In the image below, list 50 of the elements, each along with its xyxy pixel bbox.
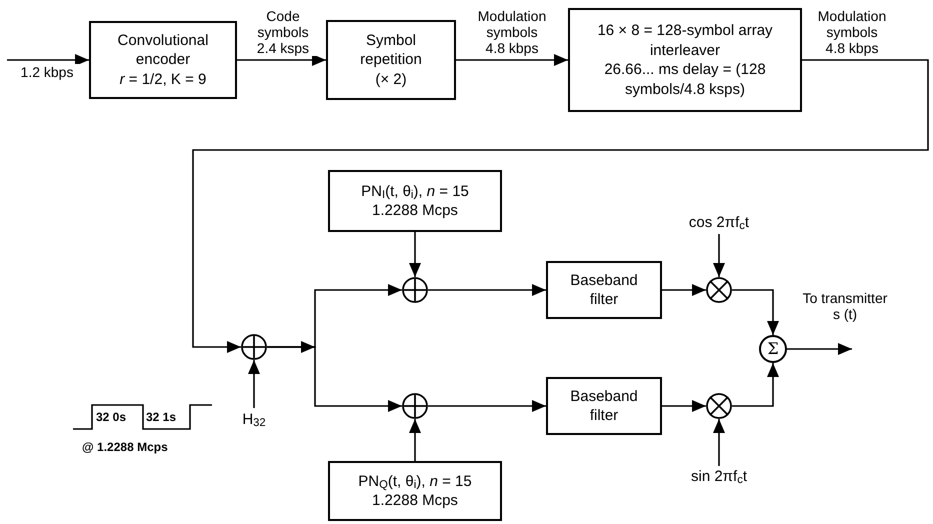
signal-arrow [662,284,706,296]
waveform-label: 32 0s [96,409,126,426]
box-text: Baseband filter [569,270,639,310]
signal-arrow [409,419,421,461]
multiplier-symbol [706,393,732,419]
waveform-label: @ 1.2288 Mcps [82,439,168,456]
signal-arrow [192,59,929,353]
signal-arrow [662,400,706,412]
edge-label: To transmitter s (t) [800,290,890,322]
signal-arrow [787,343,852,355]
signal-arrow [713,234,725,277]
signal-arrow [248,360,260,408]
process-box [546,377,662,435]
summer-symbol: Σ [759,335,787,363]
edge-label: Modulation symbols 4.8 kbps [476,8,548,56]
box-text: 1.2288 Mcps [372,201,458,220]
box-text: 26.66... ms delay = (128 symbols/4.8 ksps) [603,60,767,99]
process-box [89,21,237,99]
box-text: 1.2288 Mcps [372,491,458,510]
signal-arrow [456,54,568,66]
process-box [546,261,662,319]
box-text: Baseband filter [569,386,639,426]
signal-arrow [237,54,326,66]
signal-label: sin 2πf$_{c}$t [664,466,774,488]
process-box [328,170,502,232]
signal-arrow [713,419,725,466]
modulo-2-adder-symbol [241,334,267,360]
process-box [328,461,502,521]
signal-arrow [409,232,421,277]
box-text: Symbol repetition [359,30,423,70]
box-text: r = 1/2, K = 9 [120,70,206,90]
edge-label: Modulation symbols 4.8 kbps [816,8,888,56]
signal-arrow [267,341,315,353]
signal-label: H$_{32}$ [236,408,272,432]
modulo-2-adder-symbol [402,277,428,303]
box-text: PN$_{Q}$(t, θ$_{i}$), n = 15 [358,472,472,491]
box-text: (× 2) [375,70,407,90]
modulo-2-adder-symbol [402,393,428,419]
signal-arrow [428,400,546,412]
box-text: PN$_{I}$(t, θ$_{i}$), n = 15 [361,182,469,201]
signal-arrow [732,363,779,407]
waveform-label: 32 1s [146,409,176,426]
process-box [326,20,456,100]
signal-label: cos 2πf$_{c}$t [664,212,774,234]
signal-arrow [732,289,779,335]
multiplier-symbol [706,277,732,303]
signal-arrow [428,284,546,296]
box-text: 16 × 8 = 128-symbol array interleaver [596,21,774,60]
signal-arrow [7,54,89,66]
process-box [568,8,802,112]
